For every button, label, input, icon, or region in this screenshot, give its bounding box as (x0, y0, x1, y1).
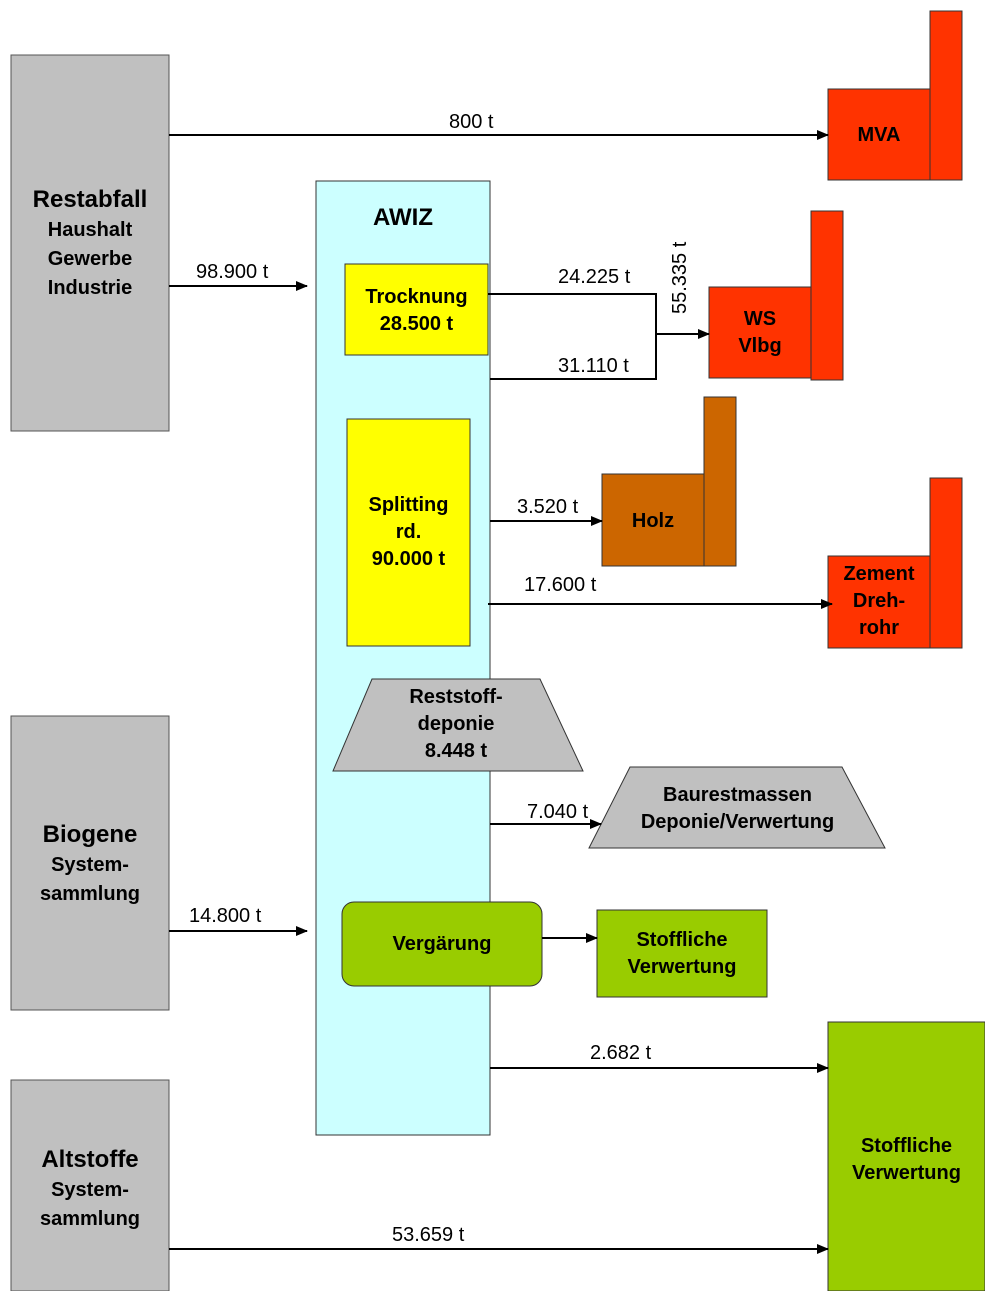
stoffliche-big-line-1: Stoffliche (860, 1135, 953, 1157)
mva-label: MVA (857, 124, 901, 146)
altstoffe-line-2: sammlung (39, 1208, 141, 1230)
flow-label-baurestmassen: 7.040 t (527, 801, 589, 823)
trocknung-line-2: 28.500 t (379, 313, 454, 335)
reststoffdeponie-label: Reststoff- deponie 8.448 t (372, 684, 540, 765)
splitting-label: Splitting rd. 90.000 t (347, 492, 470, 573)
ws-direct-line (490, 334, 657, 380)
ws-vlbg-label: WS Vlbg (709, 306, 811, 360)
flow-label-holz: 3.520 t (517, 496, 579, 518)
baurestmassen-line-1: Baurestmassen (663, 784, 812, 806)
biogene-line-2: sammlung (39, 883, 141, 905)
biogene-box (10, 715, 170, 1011)
ws-vlbg-factory (708, 210, 844, 381)
reststoffdeponie-line-1: Reststoff- (409, 686, 503, 708)
trocknung-box (344, 263, 489, 356)
restabfall-line-2: Gewerbe (47, 248, 133, 270)
flow-label-awiz-stoffl: 2.682 t (590, 1042, 652, 1064)
restabfall-box (10, 54, 170, 432)
biogene-line-1: System- (51, 854, 129, 876)
ws-vlbg-line-2: Vlbg (738, 335, 782, 357)
zement-factory (827, 477, 963, 649)
altstoffe-label: Altstoffe System- sammlung (11, 1144, 169, 1234)
zement-line-2: Dreh- (852, 590, 906, 612)
biogene-label: Biogene System- sammlung (11, 819, 169, 909)
stoffliche-big-line-2: Verwertung (852, 1162, 961, 1184)
flow-label-biogene-in: 14.800 t (189, 905, 262, 927)
vergaerung-label: Vergärung (392, 933, 492, 955)
zement-line-3: rohr (859, 617, 899, 639)
altstoffe-box (10, 1079, 170, 1291)
trocknung-line-1: Trocknung (365, 286, 468, 308)
stoffliche-small-line-2: Verwertung (627, 956, 737, 978)
splitting-line-2: rd. (395, 521, 422, 543)
splitting-line-1: Splitting (368, 494, 449, 516)
trocknung-label: Trocknung 28.500 t (345, 284, 488, 338)
splitting-line-3: 90.000 t (371, 548, 446, 570)
restabfall-line-1: Haushalt (47, 219, 133, 241)
flow-label-mva: 800 t (449, 111, 494, 133)
stoffliche-small-label: Stoffliche Verwertung (597, 927, 767, 981)
restabfall-title: Restabfall (32, 186, 148, 213)
flow-label-restabfall-in: 98.900 t (196, 261, 269, 283)
reststoffdeponie-trapezoid (332, 678, 584, 772)
trocknung-out-line (488, 293, 657, 334)
splitting-box (346, 418, 471, 647)
biogene-title: Biogene (42, 821, 138, 848)
holz-factory (601, 396, 737, 567)
awiz-title: AWIZ (373, 204, 433, 231)
zement-line-1: Zement (843, 563, 915, 585)
flow-label-zement: 17.600 t (524, 574, 597, 596)
reststoffdeponie-line-3: 8.448 t (424, 740, 488, 762)
mva-factory (827, 10, 963, 181)
baurestmassen-line-2: Deponie/Verwertung (640, 811, 835, 833)
baurestmassen-trapezoid (588, 766, 886, 849)
reststoffdeponie-line-2: deponie (417, 713, 495, 735)
flow-label-trocknung-out: 24.225 t (558, 266, 631, 288)
zement-label: Zement Dreh- rohr (828, 561, 930, 642)
restabfall-line-3: Industrie (47, 277, 133, 299)
stoffliche-verwertung-small-box (596, 909, 768, 998)
flow-label-ws-total: 55.335 t (669, 241, 691, 314)
altstoffe-title: Altstoffe (41, 1146, 139, 1173)
ws-vlbg-line-1: WS (743, 308, 777, 330)
holz-label: Holz (631, 510, 675, 532)
vergaerung-box (341, 901, 543, 987)
baurestmassen-label: Baurestmassen Deponie/Verwertung (600, 782, 875, 836)
stoffliche-small-line-1: Stoffliche (636, 929, 728, 951)
flow-label-altstoffe: 53.659 t (392, 1224, 465, 1246)
altstoffe-line-1: System- (51, 1179, 129, 1201)
flow-label-ws-direct: 31.110 t (558, 355, 629, 377)
restabfall-label: Restabfall Haushalt Gewerbe Industrie (11, 184, 169, 303)
stoffliche-big-label: Stoffliche Verwertung (828, 1133, 985, 1187)
stoffliche-verwertung-big-box (827, 1021, 985, 1291)
